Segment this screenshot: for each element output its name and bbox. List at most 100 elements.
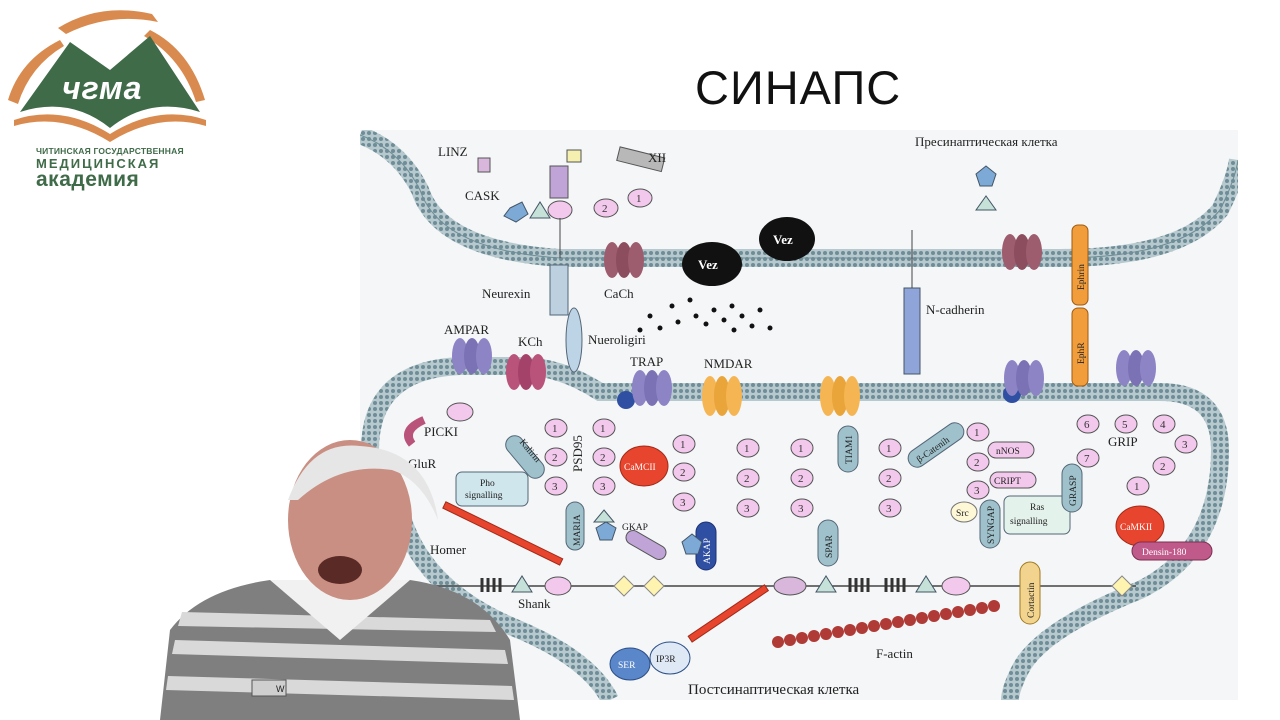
- glur-label: GluR: [408, 456, 437, 471]
- scaffold-node-mid: [773, 576, 807, 596]
- densin-label: Densin-180: [1142, 548, 1187, 558]
- ephr-label: EphR: [1077, 342, 1087, 364]
- pdz-stack-psd95: [592, 418, 616, 496]
- picki-arc: [404, 416, 426, 447]
- camera-box-label: W: [276, 684, 285, 694]
- grip-2-num: 2: [1160, 461, 1166, 473]
- presenter-hair: [288, 445, 438, 520]
- grip-6: [1076, 414, 1100, 434]
- presenter-mouth: [318, 556, 362, 584]
- camcii-label: CaMCII: [624, 463, 656, 473]
- pho-label-2: signalling: [465, 491, 503, 501]
- trap-dot: [617, 391, 635, 409]
- actin-ticks-left: [480, 578, 906, 592]
- pdz-c1: 1: [680, 439, 686, 451]
- pdz-2-top-num: 2: [602, 203, 608, 215]
- postsynaptic-cell-label: Постсинаптическая клетка: [688, 682, 860, 698]
- camera-box: [251, 679, 287, 697]
- akap-label: AKAP: [703, 538, 713, 564]
- nueroligiri-label: Nueroligiri: [588, 332, 646, 347]
- shank-triangle: [511, 575, 533, 593]
- pdz-a3: 3: [552, 481, 558, 493]
- cript-label: CRIPT: [994, 477, 1021, 487]
- mid-triangle: [815, 575, 837, 593]
- linz-label: LINZ: [438, 144, 468, 159]
- grip-label: GRIP: [1108, 434, 1138, 449]
- grip-7-num: 7: [1084, 453, 1090, 465]
- kalirin-shape: [505, 435, 545, 479]
- presenter-video: W: [160, 440, 520, 720]
- vesicle-1: Vez: [682, 242, 742, 286]
- nmdar-receptor: [702, 376, 742, 416]
- bcatenin-shape: [907, 422, 965, 468]
- syngap-label: SYNGAP: [987, 506, 997, 544]
- pdz-a1: 1: [552, 423, 558, 435]
- ncadherin-label: N-cadherin: [926, 302, 985, 317]
- grasp-label: GRASP: [1069, 475, 1079, 506]
- grip-1: [1126, 476, 1150, 496]
- pdz-d2: 2: [744, 473, 750, 485]
- ras-label-1: Ras: [1030, 503, 1045, 513]
- cask-node: [547, 200, 573, 220]
- pre-right-triangle: [975, 195, 997, 211]
- camcii-left: [619, 445, 669, 487]
- scaffold-node-right: [941, 576, 971, 596]
- cortactin-shape: [1019, 561, 1041, 625]
- pdz-c3: 3: [680, 497, 686, 509]
- nmdar-receptor-2: [820, 376, 860, 416]
- ncadherin-block: [903, 287, 921, 375]
- ser-shape: [609, 647, 651, 681]
- cach-channel: [604, 242, 644, 278]
- pdz-f1: 1: [886, 443, 892, 455]
- neurexin-column: [549, 264, 569, 316]
- src-label: Src: [956, 509, 969, 519]
- pdz-1-top-num: 1: [636, 193, 642, 205]
- presynaptic-right-channel: [1002, 234, 1042, 270]
- psd95-pentagon: [595, 521, 617, 541]
- linz-block: [477, 157, 491, 173]
- xii-block: [616, 146, 666, 173]
- grip-5: [1114, 414, 1138, 434]
- ampar-receptor: [452, 338, 492, 374]
- pdz-stack-far-right: [966, 422, 990, 500]
- cript-shape: [989, 471, 1037, 489]
- slide-title: СИНАПС: [695, 61, 902, 114]
- ip3r-label: IP3R: [656, 655, 676, 665]
- grip-4: [1152, 414, 1176, 434]
- pdz-a2: 2: [552, 452, 558, 464]
- homer-label: Homer: [430, 542, 467, 557]
- ephr-block: [1071, 307, 1089, 387]
- pdz-b1: 1: [600, 423, 606, 435]
- pdz-1-top: [627, 188, 653, 208]
- maria-label: MARIA: [573, 514, 583, 546]
- spar-shape: [817, 519, 839, 567]
- ip3r-shape: [649, 641, 691, 675]
- ip3r-bar: [687, 584, 770, 643]
- pdz-g2: 2: [974, 457, 980, 469]
- neurexin-label: Neurexin: [482, 286, 531, 301]
- ras-box: [1003, 495, 1071, 535]
- cask-pentagon: [503, 201, 529, 223]
- nueroligiri-shape: [565, 307, 583, 373]
- pdz-c2: 2: [680, 467, 686, 479]
- grasp-shape: [1061, 463, 1083, 513]
- synapse-diagram: Пресинаптическая клетка Постсинаптическа…: [360, 130, 1238, 700]
- spar-label: SPAR: [825, 534, 835, 558]
- cask-triangle: [529, 201, 551, 219]
- nnos-label: nNOS: [996, 447, 1020, 457]
- pho-box: [455, 471, 529, 507]
- nmdar-label: NMDAR: [704, 356, 753, 371]
- neurotransmitter-dots: [637, 297, 773, 333]
- pdz-d3: 3: [744, 503, 750, 515]
- vesicle-2-label: Vez: [773, 232, 793, 247]
- pdz-stack-spar: [790, 438, 814, 518]
- vesicle-2: Vez: [759, 217, 815, 261]
- shank-node: [544, 576, 572, 596]
- presynaptic-cell-label: Пресинаптическая клетка: [915, 134, 1058, 149]
- grip-1-num: 1: [1134, 481, 1140, 493]
- pdz-g3: 3: [974, 485, 980, 497]
- pre-right-pentagon: [975, 165, 997, 187]
- pdz-e1: 1: [798, 443, 804, 455]
- picki-label: PICKI: [424, 424, 458, 439]
- logo-emblem: [8, 10, 206, 142]
